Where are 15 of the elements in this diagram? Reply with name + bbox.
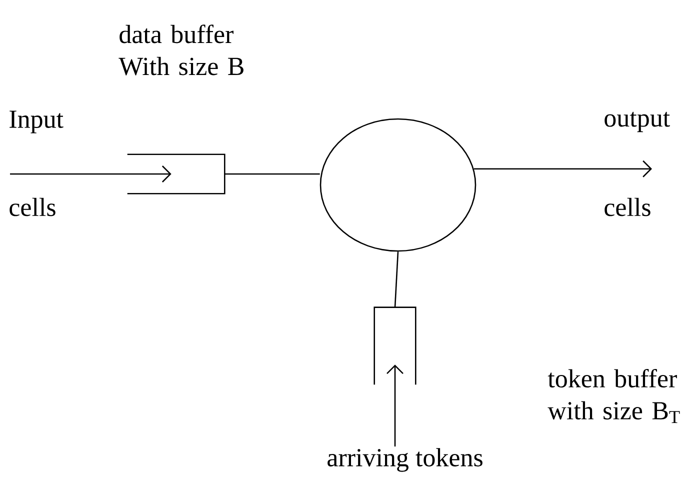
arrow bbox=[10, 166, 172, 182]
node-label: arriving tokens bbox=[328, 448, 482, 472]
text-label: token buffer with size B$_{T}$ bbox=[548, 368, 680, 423]
text-label: output bbox=[604, 112, 670, 132]
buffer-drawing bbox=[374, 306, 416, 385]
buffer-drawing bbox=[127, 154, 226, 194]
connector-line bbox=[224, 173, 320, 175]
connector-line bbox=[394, 252, 399, 308]
arrow bbox=[474, 160, 652, 178]
text-label: cells bbox=[10, 198, 56, 216]
server-circle bbox=[320, 118, 476, 252]
arrow bbox=[386, 364, 404, 446]
text-label: data buffer With size B bbox=[118, 24, 244, 76]
text-label: Input bbox=[10, 110, 64, 134]
text-label: cells bbox=[604, 198, 650, 216]
